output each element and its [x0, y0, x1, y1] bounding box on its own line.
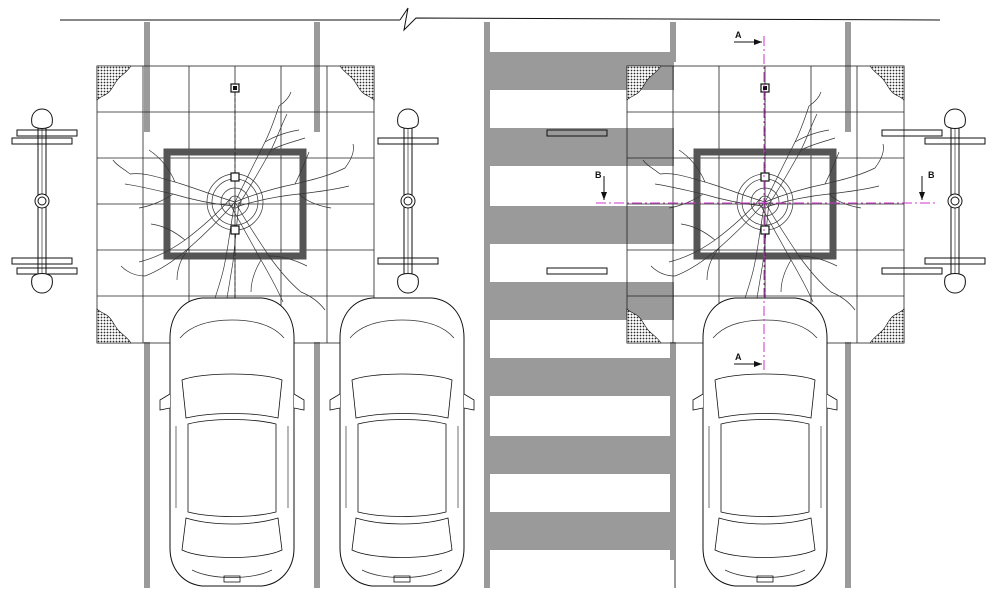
section-label-a-bottom: A — [735, 352, 742, 362]
section-label-b-left: B — [595, 170, 602, 180]
pedestrian-crossing — [484, 22, 674, 588]
bench-lamp-far-left — [11, 108, 73, 294]
car-left — [159, 297, 305, 587]
bench-lamp-far-right — [924, 108, 986, 294]
section-line-b — [596, 176, 936, 204]
car-middle — [329, 297, 475, 587]
section-label-a-top: A — [735, 30, 742, 40]
top-boundary-line — [60, 7, 941, 32]
section-label-b-right: B — [928, 170, 935, 180]
car-right — [692, 297, 838, 587]
bench-bars-right — [881, 129, 943, 275]
bench-lamp-left-middle — [377, 108, 439, 294]
